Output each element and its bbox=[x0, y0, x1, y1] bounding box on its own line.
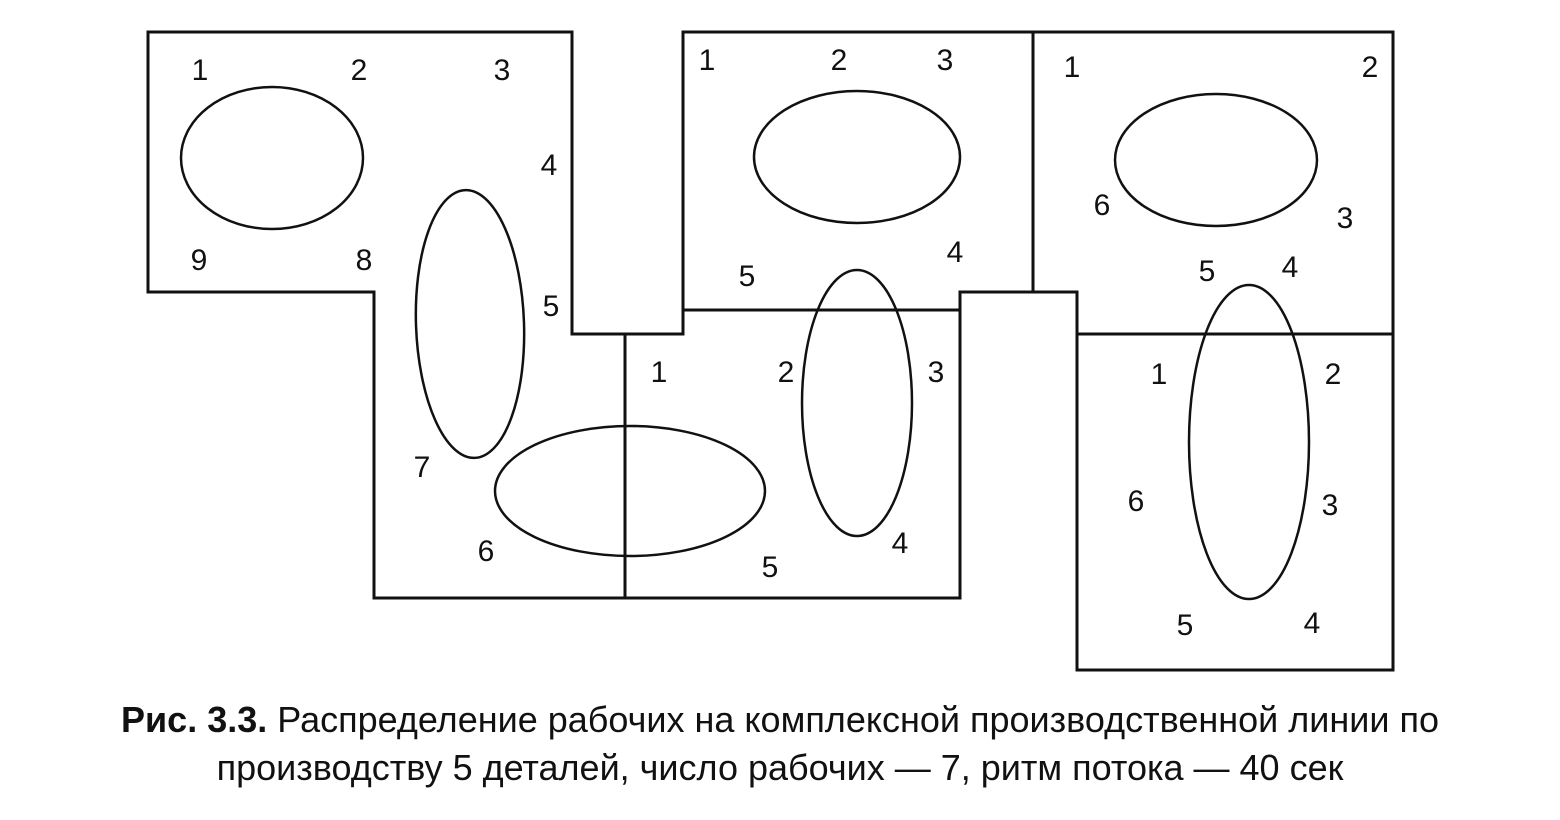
caption-line-1: Рис. 3.3. Распределение рабочих на компл… bbox=[0, 696, 1560, 744]
zone-4-position-3: 3 bbox=[1337, 202, 1354, 235]
zone-1-position-3: 3 bbox=[494, 54, 511, 87]
zone-4-position-1: 1 bbox=[1064, 51, 1081, 84]
caption-text-line-1: Распределение рабочих на комплексной про… bbox=[277, 699, 1439, 740]
zone-2-position-2: 2 bbox=[778, 356, 795, 389]
zone-2-position-1: 1 bbox=[651, 356, 668, 389]
caption-figure-number: Рис. 3.3. bbox=[121, 699, 268, 740]
caption-text-line-2: производству 5 деталей, число рабочих — … bbox=[216, 747, 1344, 788]
zone-1-position-8: 8 bbox=[356, 244, 373, 277]
worker-ellipse-5 bbox=[752, 89, 962, 225]
zone-1-position-9: 9 bbox=[191, 244, 208, 277]
zone-4-outline bbox=[1031, 30, 1395, 336]
zone-5-position-6: 6 bbox=[1128, 485, 1145, 518]
zone-2-position-5: 5 bbox=[762, 551, 779, 584]
zone-1-position-2: 2 bbox=[351, 54, 368, 87]
zone-4-position-2: 2 bbox=[1362, 51, 1379, 84]
zone-3-position-5: 5 bbox=[739, 260, 756, 293]
zone-5-position-3: 3 bbox=[1322, 489, 1339, 522]
zone-4-position-5: 5 bbox=[1199, 255, 1216, 288]
zone-4-position-4: 4 bbox=[1282, 251, 1299, 284]
worker-distribution-diagram: 1 2 3 4 5 7 6 9 8 1 2 3 4 5 1 2 3 4 5 1 … bbox=[146, 30, 1395, 672]
worker-ellipse-2 bbox=[414, 188, 526, 460]
zone-1-position-5: 5 bbox=[543, 290, 560, 323]
zone-3-position-1: 1 bbox=[699, 44, 716, 77]
zone-5-outline bbox=[1075, 332, 1395, 672]
zone-3-position-4: 4 bbox=[947, 236, 964, 269]
zone-3-position-3: 3 bbox=[937, 44, 954, 77]
zone-1-position-4: 4 bbox=[541, 149, 558, 182]
worker-ellipse-1 bbox=[179, 85, 365, 231]
zone-1-position-1: 1 bbox=[192, 54, 209, 87]
zone-2-position-3: 3 bbox=[928, 356, 945, 389]
worker-ellipse-7 bbox=[1187, 283, 1311, 601]
zone-5-position-1: 1 bbox=[1151, 358, 1168, 391]
worker-ellipse-3 bbox=[493, 424, 767, 558]
zone-3-outline bbox=[681, 30, 1035, 312]
worker-ellipse-4 bbox=[800, 268, 914, 538]
worker-ellipse-6 bbox=[1113, 92, 1319, 228]
zone-3-position-2: 2 bbox=[831, 44, 848, 77]
zone-2-position-4: 4 bbox=[892, 527, 909, 560]
zone-5-position-2: 2 bbox=[1325, 358, 1342, 391]
zone-1-position-7: 7 bbox=[414, 451, 431, 484]
zone-1-position-6: 6 bbox=[478, 535, 495, 568]
figure-caption: Рис. 3.3. Распределение рабочих на компл… bbox=[0, 696, 1560, 792]
zone-5-position-4: 4 bbox=[1304, 607, 1321, 640]
zone-5-position-5: 5 bbox=[1177, 609, 1194, 642]
zone-4-position-6: 6 bbox=[1094, 189, 1111, 222]
zone-2-outline bbox=[623, 308, 962, 600]
